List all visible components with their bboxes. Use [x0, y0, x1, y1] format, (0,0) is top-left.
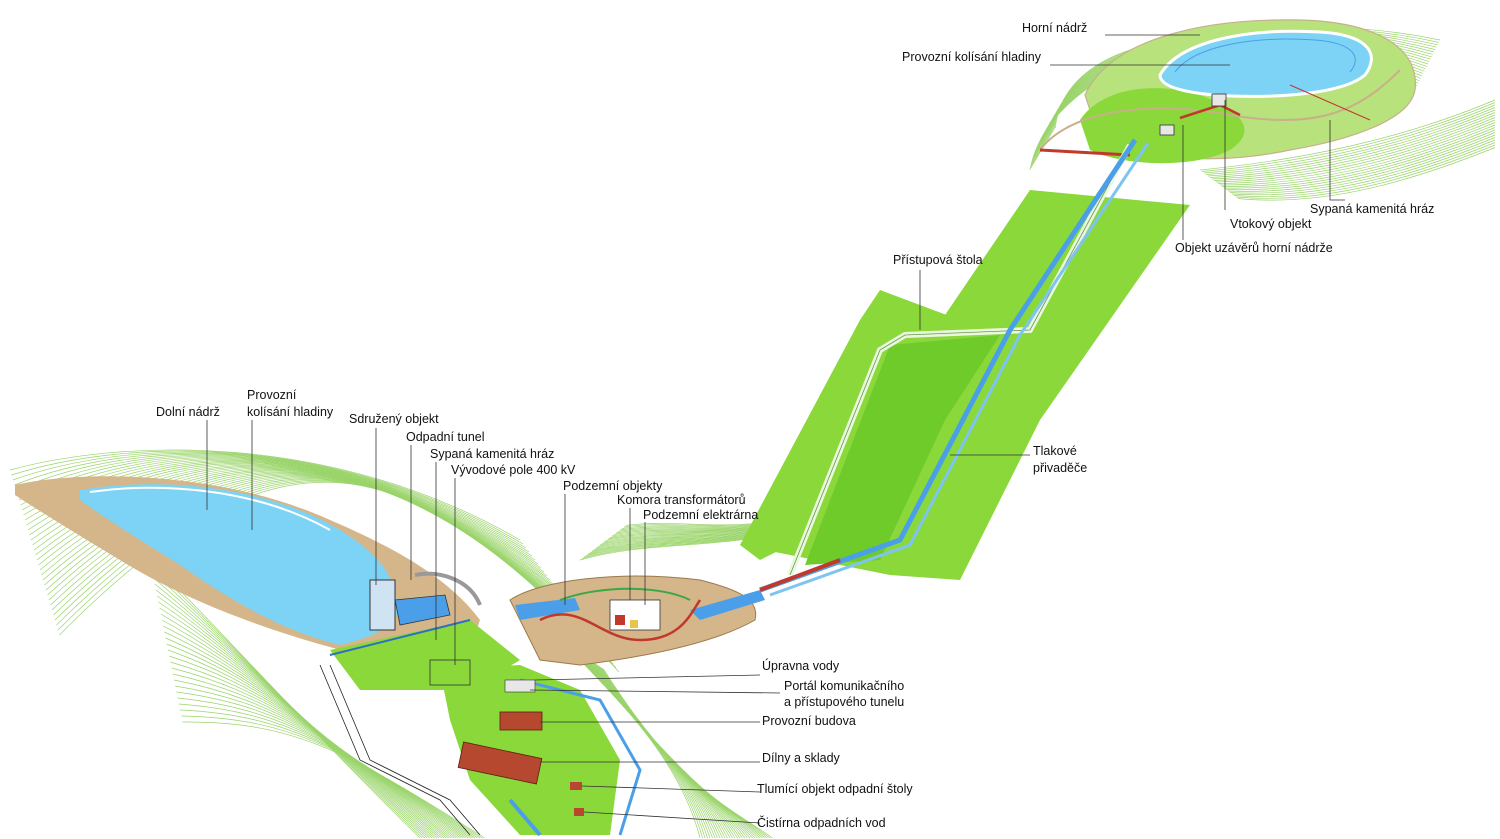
contour-line	[603, 668, 773, 839]
contour-line	[161, 619, 445, 839]
label-portal-1: Portál komunikačního	[784, 679, 904, 693]
contour-line	[179, 709, 481, 839]
label-sypana-hraz-horni: Sypaná kamenitá hráz	[1310, 202, 1434, 216]
contour-line	[167, 649, 457, 839]
contour-line	[1225, 132, 1496, 191]
contour-line	[171, 667, 464, 839]
contour-line	[18, 455, 539, 565]
surface-buildings	[457, 679, 584, 816]
label-podzemni-elektrarna: Podzemní elektrárna	[643, 508, 758, 522]
label-horni-nadrz: Horní nádrž	[1022, 21, 1087, 35]
contour-line	[1215, 119, 1496, 183]
label-sypana-hraz-dolni: Sypaná kamenitá hráz	[430, 447, 554, 461]
pressure-pipe-2	[769, 142, 1150, 597]
damping-structure	[570, 782, 582, 790]
contour-line	[1221, 127, 1496, 187]
contour-line	[155, 589, 433, 839]
label-portal-2: a přístupového tunelu	[784, 695, 904, 709]
contour-line	[159, 607, 440, 839]
contour-line	[160, 613, 442, 839]
lower-valley	[15, 476, 642, 837]
labels: Horní nádrž Provozní kolísání hladiny Sy…	[156, 21, 1434, 830]
contour-line	[172, 673, 466, 839]
contour-line	[12, 451, 527, 549]
underground-powerhouse	[509, 575, 765, 666]
contour-line	[154, 583, 430, 839]
contour-line	[1233, 142, 1496, 197]
contour-line	[1217, 122, 1496, 184]
contour-line	[9, 449, 521, 541]
contour-line	[165, 637, 452, 839]
label-tlakove-2: přivaděče	[1033, 461, 1087, 475]
water-treatment	[504, 679, 536, 693]
label-vtokovy-objekt: Vtokový objekt	[1230, 217, 1312, 231]
contour-line	[1213, 117, 1496, 181]
contour-line	[163, 625, 447, 839]
contour-line	[166, 643, 454, 839]
contour-line	[178, 703, 478, 839]
label-sdruzeny-objekt: Sdružený objekt	[349, 412, 439, 426]
pipeline-corridor	[740, 138, 1190, 597]
label-dilny-a-sklady: Dílny a sklady	[762, 751, 841, 765]
contour-line	[1227, 134, 1496, 192]
contour-line	[1207, 109, 1496, 177]
contour-line	[1211, 114, 1496, 180]
upper-reservoir-area	[1039, 19, 1416, 164]
contour-line	[1237, 147, 1496, 201]
contour-line	[1219, 124, 1496, 186]
operating-building	[499, 711, 543, 731]
contour-line	[595, 663, 761, 839]
label-provozni-budova: Provozní budova	[762, 714, 856, 728]
label-podzemni-objekty: Podzemní objekty	[563, 479, 663, 493]
contour-line	[1235, 144, 1496, 199]
intake-structure	[1211, 93, 1227, 107]
workshops	[457, 741, 543, 785]
label-provozni-dolni-1: Provozní	[247, 388, 297, 402]
contour-line	[1223, 129, 1496, 189]
contour-line	[14, 452, 530, 553]
contour-line	[177, 697, 476, 839]
label-objekt-uzaveru: Objekt uzávěrů horní nádrže	[1175, 241, 1333, 255]
label-provozni-dolni-2: kolísání hladiny	[247, 405, 334, 419]
contour-line	[181, 715, 483, 839]
contour-line	[164, 631, 450, 839]
contour-line	[170, 661, 462, 839]
contour-line	[1199, 99, 1496, 171]
label-cistirna: Čistírna odpadních vod	[757, 815, 886, 830]
contour-line	[1231, 139, 1496, 196]
switchyard	[429, 659, 471, 686]
label-vyvodove-pole: Vývodové pole 400 kV	[451, 463, 576, 477]
upper-reservoir-water	[1158, 29, 1373, 98]
label-dolni-nadrz: Dolní nádrž	[156, 405, 220, 419]
sewage-plant	[574, 808, 584, 816]
label-provozni-kolisani-horni: Provozní kolísání hladiny	[902, 50, 1042, 64]
contour-line	[1205, 107, 1496, 175]
contour-line	[173, 679, 469, 839]
contour-line	[1201, 102, 1496, 172]
contour-line	[182, 721, 485, 839]
label-odpadni-tunel: Odpadní tunel	[406, 430, 485, 444]
contour-line	[175, 685, 471, 839]
contour-line	[158, 601, 438, 839]
contour-line	[15, 453, 533, 557]
contour-line	[169, 655, 459, 839]
label-tlumici-objekt: Tlumící objekt odpadní štoly	[757, 782, 913, 796]
contour-line	[1209, 112, 1496, 178]
label-tlakove-1: Tlakové	[1033, 444, 1077, 458]
label-komora-transformatoru: Komora transformátorů	[617, 493, 746, 507]
contour-line	[1229, 137, 1496, 194]
contour-line	[1203, 104, 1496, 174]
label-upravna-vody: Úpravna vody	[762, 658, 840, 673]
label-pristupova-stola: Přístupová štola	[893, 253, 983, 267]
contour-line	[156, 595, 435, 839]
leader-lines	[206, 34, 1345, 824]
contour-line	[11, 450, 524, 545]
contour-line	[176, 691, 473, 839]
combined-structure	[369, 579, 396, 631]
